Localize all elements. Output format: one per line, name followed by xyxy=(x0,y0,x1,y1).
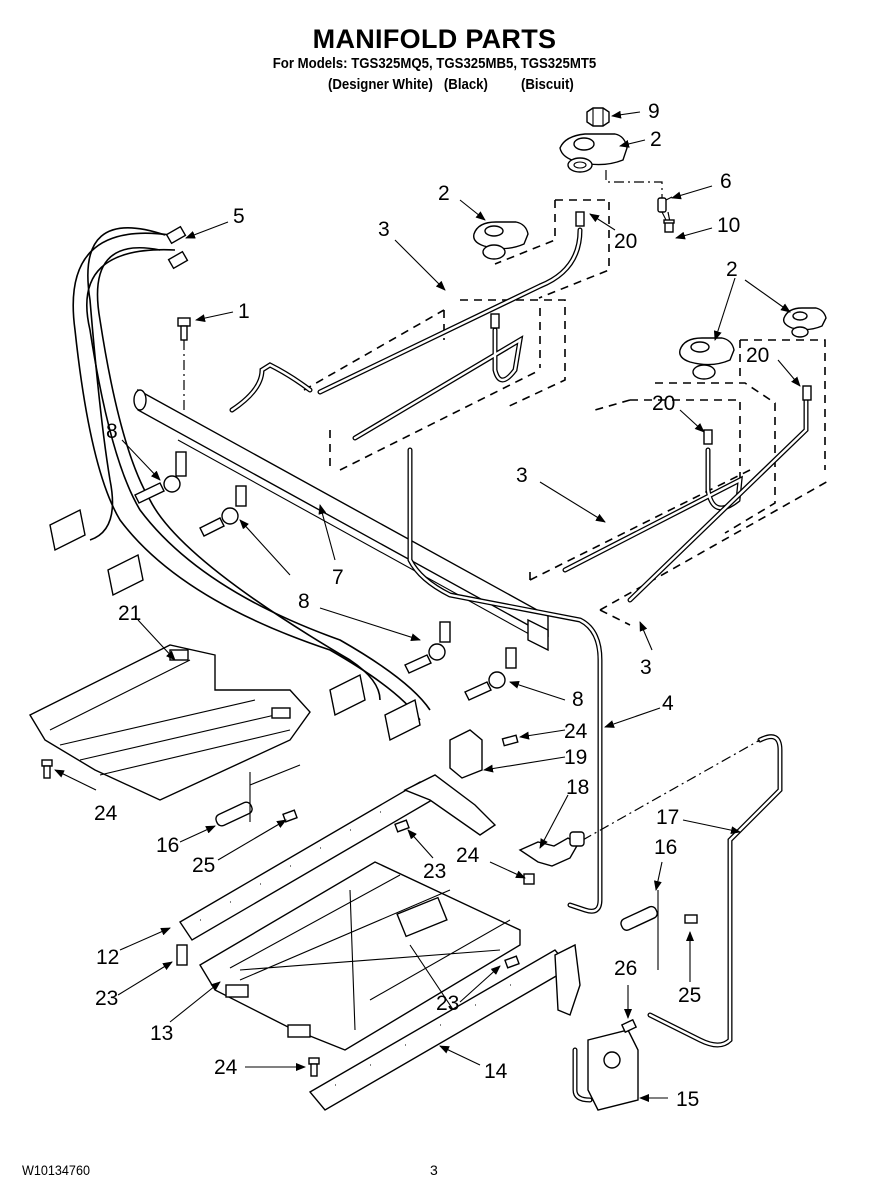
callout-15: 15 xyxy=(676,1088,699,1111)
callout-21: 21 xyxy=(118,602,141,625)
part-2-burner-base-top xyxy=(559,133,628,173)
part-10-screw xyxy=(663,219,675,233)
tube-assembly-outline-3 xyxy=(329,310,445,470)
callout-18: 18 xyxy=(566,776,589,799)
callout-6: 6 xyxy=(720,170,732,193)
callout-13: 13 xyxy=(150,1022,173,1045)
part-17-gas-tube xyxy=(647,734,783,1048)
callout-8: 8 xyxy=(572,688,584,711)
callout-25: 25 xyxy=(678,984,701,1007)
part-6-electrode xyxy=(657,196,673,221)
callout-4: 4 xyxy=(662,692,674,715)
part-24-screw-left xyxy=(41,759,53,779)
callout-24: 24 xyxy=(94,802,118,825)
color-black: (Black) xyxy=(443,76,488,93)
document-number: W10134760 xyxy=(22,1162,90,1178)
part-20-orifices xyxy=(490,211,812,445)
callout-23: 23 xyxy=(436,992,459,1015)
part-23-screw-b xyxy=(176,944,188,966)
callout-5: 5 xyxy=(233,205,245,228)
part-14-burner-tube xyxy=(308,943,581,1111)
callout-24: 24 xyxy=(456,844,480,867)
callout-20: 20 xyxy=(746,344,769,367)
part-12-burner-tube xyxy=(179,774,497,941)
callout-16: 16 xyxy=(156,834,179,857)
assembly-guide-line xyxy=(605,170,663,202)
part-2-burner-base-4 xyxy=(782,307,827,338)
model-colors: (Designer White) (Black) (Biscuit) xyxy=(328,76,574,93)
part-21-shield xyxy=(29,644,311,801)
tube-assembly-outline-5 xyxy=(599,339,831,626)
callout-12: 12 xyxy=(96,946,119,969)
callout-arrows xyxy=(54,110,801,1102)
tube-assembly-outline-1 xyxy=(494,199,610,299)
callout-14: 14 xyxy=(484,1060,508,1083)
callout-labels: 9 2 6 10 2 20 5 3 1 2 20 20 8 3 7 21 8 3… xyxy=(94,100,769,1111)
callout-8: 8 xyxy=(298,590,310,613)
callout-24: 24 xyxy=(564,720,588,743)
part-15-safety-valve xyxy=(572,1029,639,1111)
callout-20: 20 xyxy=(614,230,637,253)
assembly-guide-line xyxy=(564,739,761,851)
color-biscuit: (Biscuit) xyxy=(520,76,574,93)
part-5-wire-harness xyxy=(72,225,431,721)
page-number: 3 xyxy=(430,1162,438,1178)
callout-2: 2 xyxy=(650,128,662,151)
callout-25: 25 xyxy=(192,854,215,877)
callout-19: 19 xyxy=(564,746,587,769)
callout-3: 3 xyxy=(378,218,390,241)
callout-3: 3 xyxy=(640,656,652,679)
igniter-switch-brackets xyxy=(49,508,421,742)
callout-26: 26 xyxy=(614,957,637,980)
part-8-valves xyxy=(134,451,517,701)
part-2-burner-base-2 xyxy=(473,221,529,260)
callout-23: 23 xyxy=(423,860,446,883)
burner-tubes xyxy=(229,227,809,603)
callout-20: 20 xyxy=(652,392,675,415)
callout-9: 9 xyxy=(648,100,660,123)
part-13-burner-plate xyxy=(199,861,521,1051)
part-25-screw-right xyxy=(684,914,698,924)
diagram-title: MANIFOLD PARTS xyxy=(312,24,557,54)
part-16-igniter-right xyxy=(620,890,659,970)
part-1-screw xyxy=(177,317,191,341)
part-24-screw-bracket xyxy=(501,734,519,747)
models-line: For Models: TGS325MQ5, TGS325MB5, TGS325… xyxy=(272,55,597,72)
part-24-screw-bottom xyxy=(308,1057,320,1077)
tube-assembly-outline-4 xyxy=(529,382,776,581)
part-23-screw-a xyxy=(394,819,410,833)
part-19-bracket xyxy=(449,729,483,779)
callout-24: 24 xyxy=(214,1056,238,1079)
callout-1: 1 xyxy=(238,300,250,323)
tube-assembly-outline-2 xyxy=(303,299,566,471)
callout-23: 23 xyxy=(95,987,118,1010)
part-2-burner-base-3 xyxy=(679,337,735,380)
callout-8: 8 xyxy=(106,420,118,443)
callout-3: 3 xyxy=(516,464,528,487)
callout-2: 2 xyxy=(726,258,738,281)
callout-7: 7 xyxy=(332,566,344,589)
callout-2: 2 xyxy=(438,182,450,205)
part-24-screw-elbow xyxy=(523,873,535,885)
color-designer-white: (Designer White) xyxy=(328,76,433,93)
part-25-screw-left xyxy=(282,809,298,823)
callout-16: 16 xyxy=(654,836,677,859)
part-9-nut xyxy=(586,107,610,127)
callout-10: 10 xyxy=(717,214,740,237)
part-16-igniter-left xyxy=(215,764,301,827)
part-23-screw-c xyxy=(504,955,520,969)
part-18-elbow xyxy=(518,831,585,867)
callout-17: 17 xyxy=(656,806,679,829)
part-7-manifold-pipe xyxy=(133,388,549,652)
part-26-screw xyxy=(620,1018,638,1034)
